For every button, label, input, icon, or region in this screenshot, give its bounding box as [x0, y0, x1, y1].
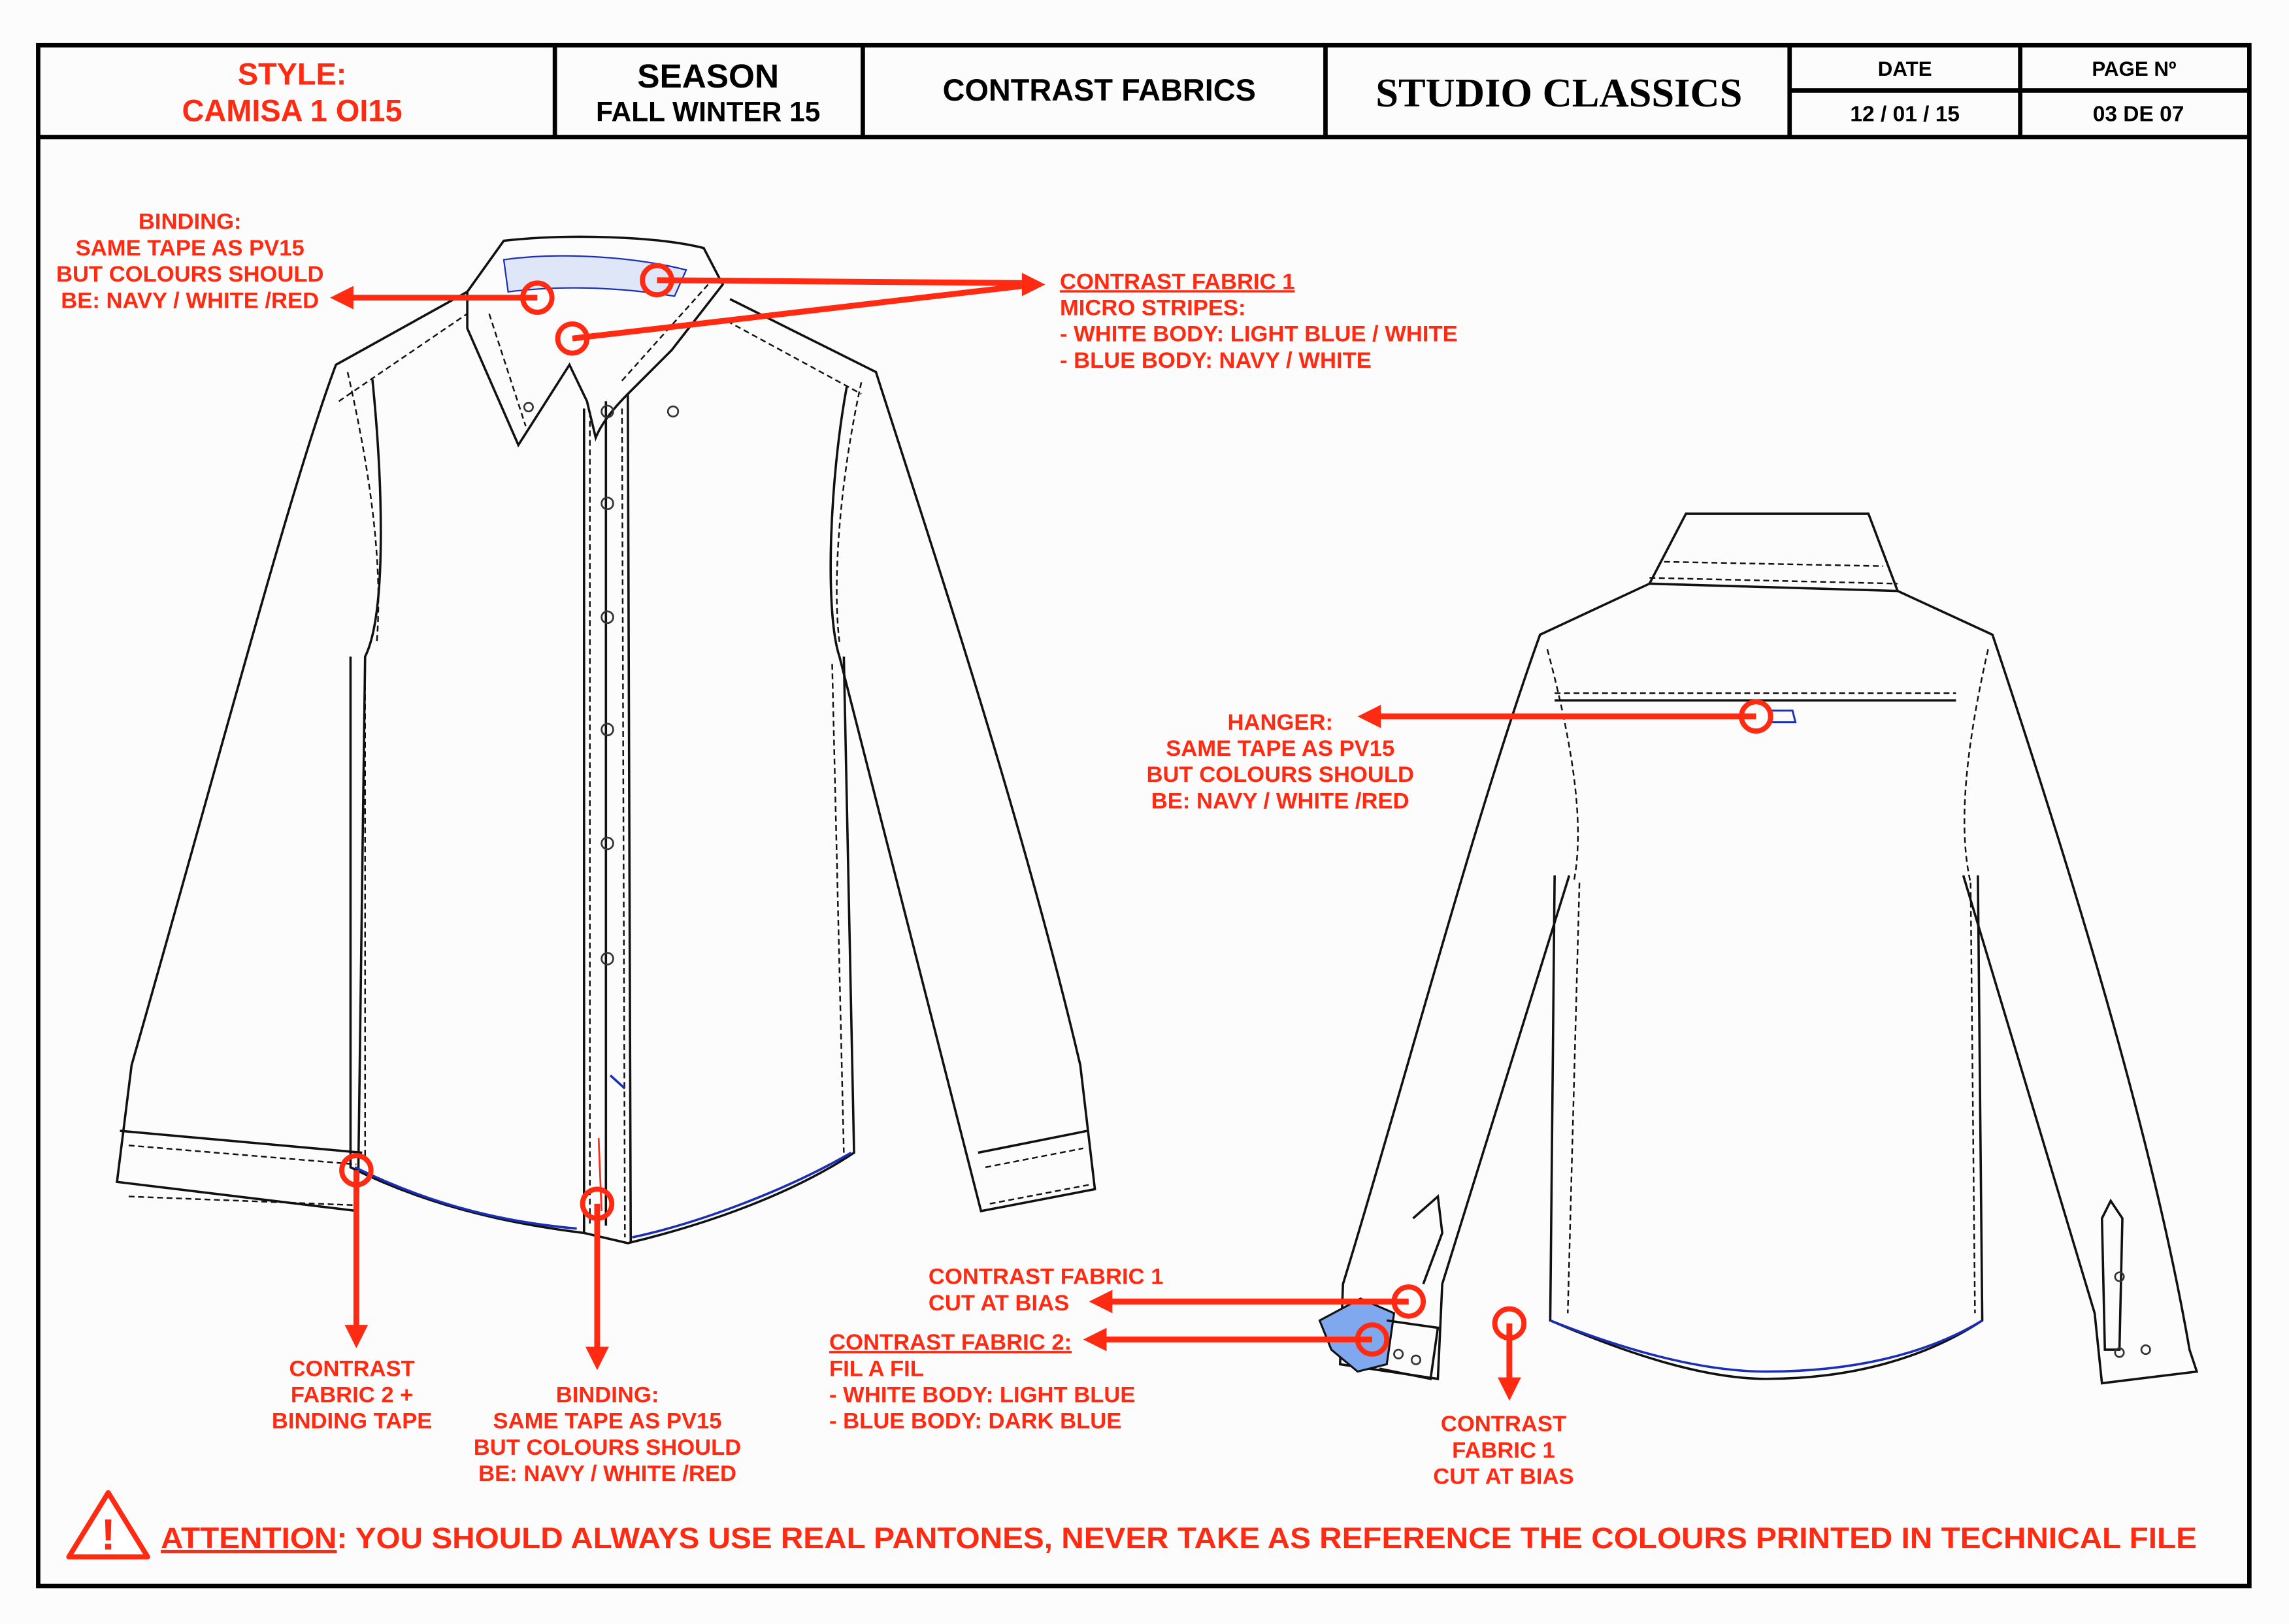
header-grid — [38, 45, 2250, 140]
note-contrast-fabric-1-collar: CONTRAST FABRIC 1 MICRO STRIPES: - WHITE… — [1060, 269, 1458, 373]
svg-text:BUT COLOURS SHOULD: BUT COLOURS SHOULD — [474, 1435, 742, 1460]
svg-text:SAME TAPE AS PV15: SAME TAPE AS PV15 — [76, 236, 305, 261]
note-contrast-fabric-2-cuff: CONTRAST FABRIC 2: FIL A FIL - WHITE BOD… — [829, 1330, 1135, 1434]
svg-text:FABRIC 2 +: FABRIC 2 + — [291, 1382, 414, 1407]
note-binding-placket: BINDING: SAME TAPE AS PV15 BUT COLOURS S… — [474, 1382, 742, 1486]
date-label: DATE — [1878, 57, 1932, 80]
note-contrast-fabric-1-cuff: CONTRAST FABRIC 1 CUT AT BIAS — [929, 1265, 1164, 1316]
svg-text:- BLUE BODY: NAVY / WHITE: - BLUE BODY: NAVY / WHITE — [1060, 348, 1372, 373]
svg-text:CONTRAST FABRIC 2:: CONTRAST FABRIC 2: — [829, 1330, 1072, 1355]
svg-text:BE: NAVY / WHITE /RED: BE: NAVY / WHITE /RED — [478, 1461, 736, 1486]
svg-text:SAME TAPE AS PV15: SAME TAPE AS PV15 — [493, 1409, 722, 1434]
season-value: FALL WINTER 15 — [596, 96, 820, 127]
svg-text:CUT AT BIAS: CUT AT BIAS — [929, 1291, 1069, 1316]
svg-text:CONTRAST FABRIC 1: CONTRAST FABRIC 1 — [1060, 269, 1295, 294]
note-contrast-fabric-2-hem: CONTRAST FABRIC 2 + BINDING TAPE — [272, 1356, 432, 1433]
svg-text:FABRIC 1: FABRIC 1 — [1452, 1438, 1555, 1463]
page-value: 03 DE 07 — [2093, 102, 2184, 126]
svg-text:MICRO STRIPES:: MICRO STRIPES: — [1060, 295, 1246, 320]
front-shirt-drawing — [116, 235, 1096, 1244]
brand-name: STUDIO CLASSICS — [1375, 70, 1742, 116]
svg-text:- WHITE BODY: LIGHT BLUE: - WHITE BODY: LIGHT BLUE — [829, 1382, 1135, 1407]
attention-label: ATTENTION — [161, 1521, 337, 1555]
svg-text:CUT AT BIAS: CUT AT BIAS — [1433, 1465, 1573, 1489]
svg-text:BE: NAVY / WHITE /RED: BE: NAVY / WHITE /RED — [61, 288, 319, 313]
button-icons — [523, 402, 680, 966]
date-value: 12 / 01 / 15 — [1850, 102, 1960, 126]
style-value: CAMISA 1 OI15 — [182, 93, 403, 127]
svg-text:BINDING:: BINDING: — [556, 1382, 659, 1407]
page-label: PAGE Nº — [2092, 57, 2176, 80]
svg-text:CONTRAST: CONTRAST — [289, 1356, 415, 1381]
season-label: SEASON — [637, 57, 779, 95]
callout-arrows — [330, 263, 1773, 1401]
note-contrast-fabric-1-placket: CONTRAST FABRIC 1 CUT AT BIAS — [1433, 1412, 1573, 1489]
page-frame — [36, 42, 2252, 1589]
attention-text: : YOU SHOULD ALWAYS USE REAL PANTONES, N… — [337, 1521, 2196, 1555]
warning-icon: ! — [66, 1490, 150, 1560]
style-label: STYLE: — [238, 57, 347, 91]
svg-text:FIL A FIL: FIL A FIL — [829, 1356, 924, 1381]
svg-text:CONTRAST FABRIC 1: CONTRAST FABRIC 1 — [929, 1265, 1164, 1290]
svg-text:- BLUE BODY: DARK BLUE: - BLUE BODY: DARK BLUE — [829, 1409, 1121, 1434]
svg-text:BE: NAVY / WHITE /RED: BE: NAVY / WHITE /RED — [1151, 788, 1409, 813]
svg-text:SAME TAPE AS PV15: SAME TAPE AS PV15 — [1166, 736, 1394, 761]
attention-notice: ATTENTION: YOU SHOULD ALWAYS USE REAL PA… — [161, 1521, 2197, 1555]
svg-text:BUT COLOURS SHOULD: BUT COLOURS SHOULD — [1146, 762, 1414, 787]
note-binding-collar: BINDING: SAME TAPE AS PV15 BUT COLOURS S… — [56, 210, 324, 314]
svg-text:BUT COLOURS SHOULD: BUT COLOURS SHOULD — [56, 262, 324, 287]
svg-text:!: ! — [101, 1510, 115, 1559]
svg-text:CONTRAST: CONTRAST — [1441, 1412, 1566, 1437]
svg-text:HANGER:: HANGER: — [1227, 710, 1333, 735]
svg-text:BINDING:: BINDING: — [139, 210, 242, 235]
sheet-title: CONTRAST FABRICS — [943, 73, 1256, 107]
note-hanger: HANGER: SAME TAPE AS PV15 BUT COLOURS SH… — [1146, 710, 1414, 814]
svg-text:- WHITE BODY: LIGHT BLUE / WHI: - WHITE BODY: LIGHT BLUE / WHITE — [1060, 322, 1458, 347]
svg-text:BINDING TAPE: BINDING TAPE — [272, 1409, 432, 1434]
